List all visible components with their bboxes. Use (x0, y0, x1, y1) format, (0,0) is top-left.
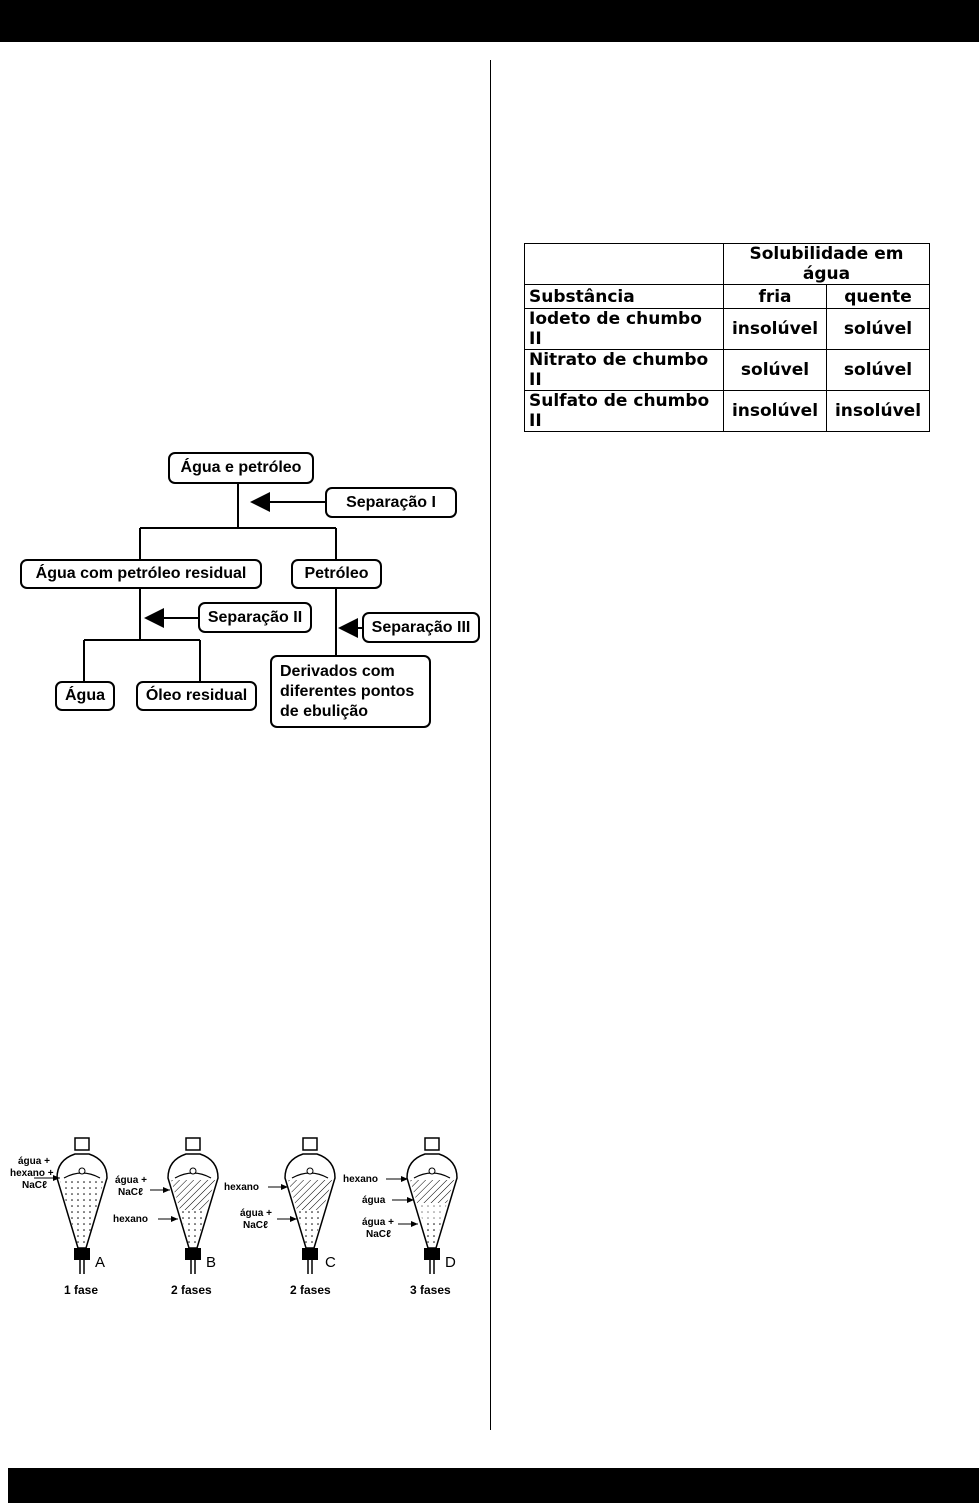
funnel-d-label-3: água + (362, 1217, 394, 1228)
node-separation-1: Separação I (325, 487, 457, 518)
funnel-c-label-2: água + (240, 1208, 272, 1219)
cell-substance: Sulfato de chumbo II (524, 390, 724, 432)
top-black-bar (0, 0, 979, 42)
funnel-c-phases: 2 fases (290, 1283, 331, 1297)
node-water-and-oil: Água e petróleo (168, 452, 314, 484)
funnel-b-phases: 2 fases (171, 1283, 212, 1297)
funnel-b-label-3: hexano (113, 1214, 149, 1225)
funnel-a-phases: 1 fase (64, 1283, 99, 1297)
table-row: Iodeto de chumbo II insolúvel solúvel (524, 308, 930, 350)
funnels-drawing (34, 1137, 458, 1275)
solubility-table: Solubilidade em água Substância fria que… (524, 243, 930, 432)
table-row: Sulfato de chumbo II insolúvel insolúvel (524, 390, 930, 432)
group-header: Solubilidade em água (723, 243, 930, 285)
funnel-a-label-1: água + (18, 1156, 50, 1167)
node-water: Água (55, 681, 115, 711)
funnel-c-label-1: hexano (224, 1182, 260, 1193)
funnel-d-label-4: NaCℓ (366, 1229, 391, 1240)
node-petroleum: Petróleo (291, 559, 382, 589)
cell-hot: solúvel (826, 308, 930, 350)
column-header-substance: Substância (524, 284, 724, 309)
node-water-with-residual-oil: Água com petróleo residual (20, 559, 262, 589)
funnel-b-label-1: água + (115, 1175, 147, 1186)
funnel-d-phases: 3 fases (410, 1283, 451, 1297)
table-row: Nitrato de chumbo II solúvel solúvel (524, 349, 930, 391)
column-divider (490, 60, 491, 1430)
funnel-d-letter: D (445, 1254, 456, 1271)
funnel-c-label-3: NaCℓ (243, 1220, 268, 1231)
funnel-a-label-3: NaCℓ (22, 1180, 47, 1191)
funnel-b-letter: B (206, 1254, 217, 1271)
node-derivatives: Derivados com diferentes pontos de ebuli… (270, 655, 431, 728)
separation-flowchart: Água e petróleo Separação I Água com pet… (0, 440, 490, 740)
flowchart-connectors (83, 482, 362, 682)
table-subheader-row: Substância fria quente (524, 284, 930, 309)
cell-cold: solúvel (723, 349, 827, 391)
bottom-black-bar (8, 1468, 979, 1503)
cell-hot: insolúvel (826, 390, 930, 432)
cell-substance: Nitrato de chumbo II (524, 349, 724, 391)
cell-substance: Iodeto de chumbo II (524, 308, 724, 350)
funnel-a-letter: A (95, 1254, 106, 1271)
empty-cell (524, 243, 724, 285)
column-header-hot: quente (826, 284, 930, 309)
node-separation-2: Separação II (198, 602, 312, 633)
funnel-c-letter: C (325, 1254, 336, 1271)
node-residual-oil: Óleo residual (136, 681, 257, 711)
node-separation-3: Separação III (362, 612, 480, 643)
cell-hot: solúvel (826, 349, 930, 391)
cell-cold: insolúvel (723, 390, 827, 432)
separatory-funnels-figure: água + hexano + NaCℓ A 1 fase água + NaC… (0, 1130, 490, 1310)
funnel-d-label-2: água (362, 1195, 386, 1206)
cell-cold: insolúvel (723, 308, 827, 350)
funnel-a-label-2: hexano + (10, 1168, 54, 1179)
column-header-cold: fria (723, 284, 827, 309)
funnel-b-label-2: NaCℓ (118, 1187, 143, 1198)
funnel-d-label-1: hexano (343, 1174, 379, 1185)
table-header-row: Solubilidade em água (524, 243, 930, 285)
